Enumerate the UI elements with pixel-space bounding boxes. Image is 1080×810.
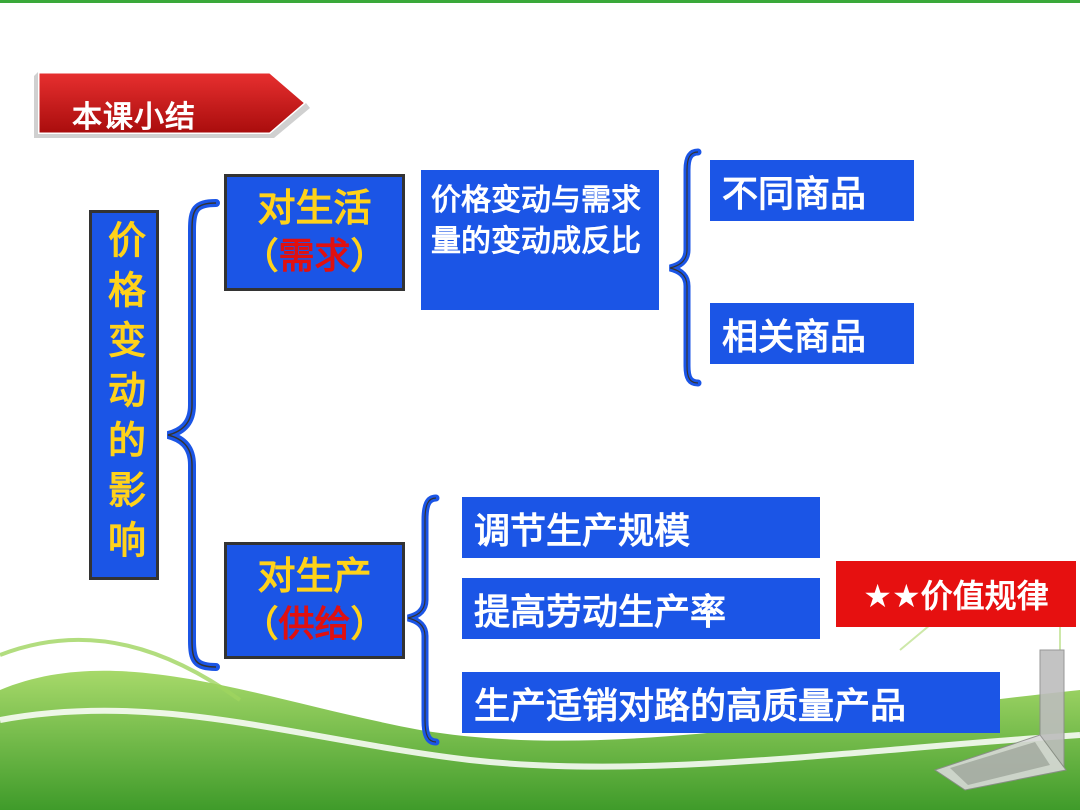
root-concept-box: 价格变动的影响	[89, 210, 159, 580]
production-category-label: 对生产	[257, 554, 372, 599]
production-item-quality-products: 生产适销对路的高质量产品	[462, 672, 1000, 733]
life-category-label: 对生活	[257, 186, 372, 231]
life-category-box: 对生活 （需求）	[224, 174, 405, 291]
value-law-badge: ★★价值规律	[836, 561, 1076, 627]
top-border-line	[0, 0, 1080, 3]
production-category-sub: （供给）	[242, 603, 387, 645]
life-category-sub: （需求）	[242, 235, 387, 277]
life-item-related-goods: 相关商品	[710, 303, 914, 364]
root-concept-label: 价格变动的影响	[101, 220, 146, 570]
page-title: 本课小结	[72, 100, 196, 135]
life-description-box: 价格变动与需求量的变动成反比	[421, 170, 659, 310]
production-item-improve-productivity: 提高劳动生产率	[462, 578, 820, 639]
life-item-different-goods: 不同商品	[710, 160, 914, 221]
title-tag-shape	[34, 70, 310, 138]
production-category-box: 对生产 （供给）	[224, 542, 405, 659]
production-item-adjust-scale: 调节生产规模	[462, 497, 820, 558]
